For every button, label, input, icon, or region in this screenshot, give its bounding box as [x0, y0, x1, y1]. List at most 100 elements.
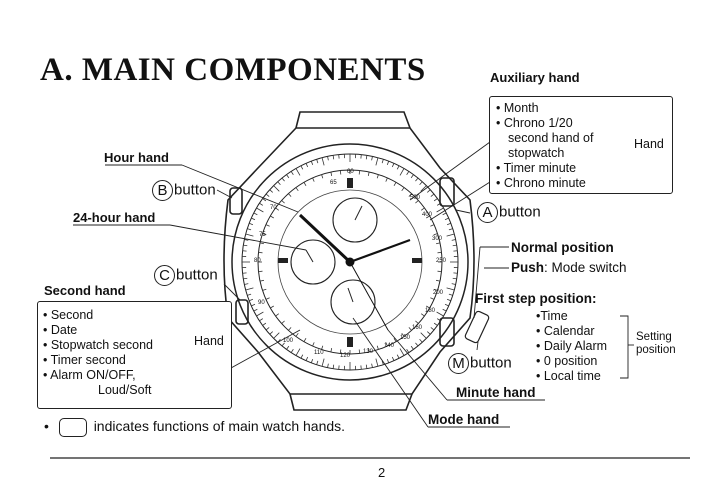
minute-tick	[401, 332, 405, 337]
minute-tick	[435, 242, 441, 245]
dial-tick	[446, 233, 455, 237]
dial-tick	[399, 348, 405, 356]
dial-number: 100	[283, 338, 294, 344]
minute-tick	[376, 345, 379, 350]
setting-position-1: Setting	[636, 331, 672, 343]
dial-tick	[281, 177, 285, 182]
minute-tick	[295, 332, 299, 337]
minute-tick	[321, 345, 324, 350]
dial-tick	[305, 163, 309, 168]
dial-tick	[420, 332, 427, 339]
dial-tick	[386, 161, 390, 166]
minute-tick	[385, 342, 388, 347]
minute-tick	[408, 193, 412, 197]
dial-tick	[259, 202, 263, 206]
minute-tick	[303, 182, 307, 186]
minute-tick	[415, 200, 419, 204]
minute-tick	[259, 242, 265, 245]
minute-tick	[281, 320, 285, 324]
auxiliary-hand-box: • Month • Chrono 1/20 second hand of sto…	[489, 96, 673, 194]
dial-tick	[316, 159, 319, 164]
minute-tick	[430, 297, 435, 300]
dial-tick	[433, 198, 438, 202]
dial-tick	[245, 287, 254, 291]
aux-item: second hand of	[508, 131, 594, 145]
dial-tick	[327, 156, 329, 161]
subdial-hands	[305, 205, 363, 303]
dial-ticks	[242, 154, 458, 370]
minute-tick	[270, 305, 274, 309]
a-button-icon: A	[477, 202, 498, 223]
dial-tick	[290, 171, 294, 175]
bezel	[231, 143, 469, 381]
dial-tick	[444, 303, 449, 307]
dial-tick	[256, 207, 264, 213]
dial-tick	[244, 239, 249, 241]
minute-tick	[270, 215, 274, 219]
leader-lines	[50, 141, 690, 459]
dial-tick	[419, 339, 423, 343]
dial-number: 130	[363, 349, 374, 355]
dial-tick	[430, 327, 435, 331]
dial-tick	[286, 345, 290, 350]
minute-tick	[415, 320, 419, 324]
minute-tick	[262, 288, 267, 291]
dial-tick	[253, 308, 258, 312]
dial-tick	[251, 303, 256, 307]
legend: • indicates functions of main watch hand…	[44, 418, 345, 437]
minute-tick	[288, 193, 292, 197]
aux-item: • Chrono 1/20	[496, 116, 573, 130]
minute-tick	[312, 342, 315, 347]
dial-number: 160	[412, 325, 423, 331]
dial-tick	[243, 244, 248, 247]
dial-tick	[269, 331, 273, 335]
dial-number: 90	[258, 300, 265, 306]
minute-tick	[262, 233, 267, 236]
aux-item: • Month	[496, 101, 539, 115]
dial-tick	[259, 318, 263, 322]
dial-tick	[332, 364, 335, 369]
minute-tick	[367, 171, 370, 177]
dial-tick	[436, 207, 444, 213]
dial-tick	[244, 283, 249, 285]
minute-tick	[426, 305, 430, 309]
minute-tick	[393, 182, 397, 186]
minute-tick	[430, 224, 435, 227]
dial-tick	[249, 298, 254, 302]
minute-tick	[330, 347, 333, 353]
first-step-title: First step position:	[475, 291, 597, 306]
m-button-icon: M	[448, 353, 469, 374]
minute-tick	[303, 338, 307, 342]
dial-tick	[273, 185, 280, 192]
dial-tick	[253, 212, 258, 216]
watch-case	[223, 111, 475, 411]
dial-tick	[410, 345, 414, 350]
minute-tick	[435, 279, 441, 282]
dial-tick	[446, 287, 455, 291]
dial-number: 75	[259, 232, 266, 238]
dial-number: 150	[400, 335, 411, 341]
dial-tick	[448, 293, 453, 296]
sec-item: • Timer second	[43, 353, 126, 367]
dial-tick	[437, 318, 441, 322]
dial-tick	[396, 165, 400, 170]
dial-number: 60	[347, 169, 354, 175]
dial-tick	[281, 342, 285, 347]
dial-tick	[321, 157, 325, 166]
dial-tick	[446, 298, 451, 302]
minute-tick	[321, 174, 324, 179]
minute-tick	[426, 215, 430, 219]
dial-tick	[300, 354, 304, 359]
minute-tick	[265, 224, 270, 227]
minute-hand-label: Minute hand	[456, 385, 536, 400]
dial-tick	[245, 233, 254, 237]
first-step-item: • Local time	[536, 369, 601, 383]
second-hand-box: • Second • Date • Stopwatch second • Tim…	[37, 301, 232, 409]
minute-tick	[367, 347, 370, 353]
dial-tick	[310, 161, 314, 166]
dial-tick	[251, 217, 256, 221]
dial-tick	[265, 327, 270, 331]
dial-number: 140	[384, 343, 395, 349]
